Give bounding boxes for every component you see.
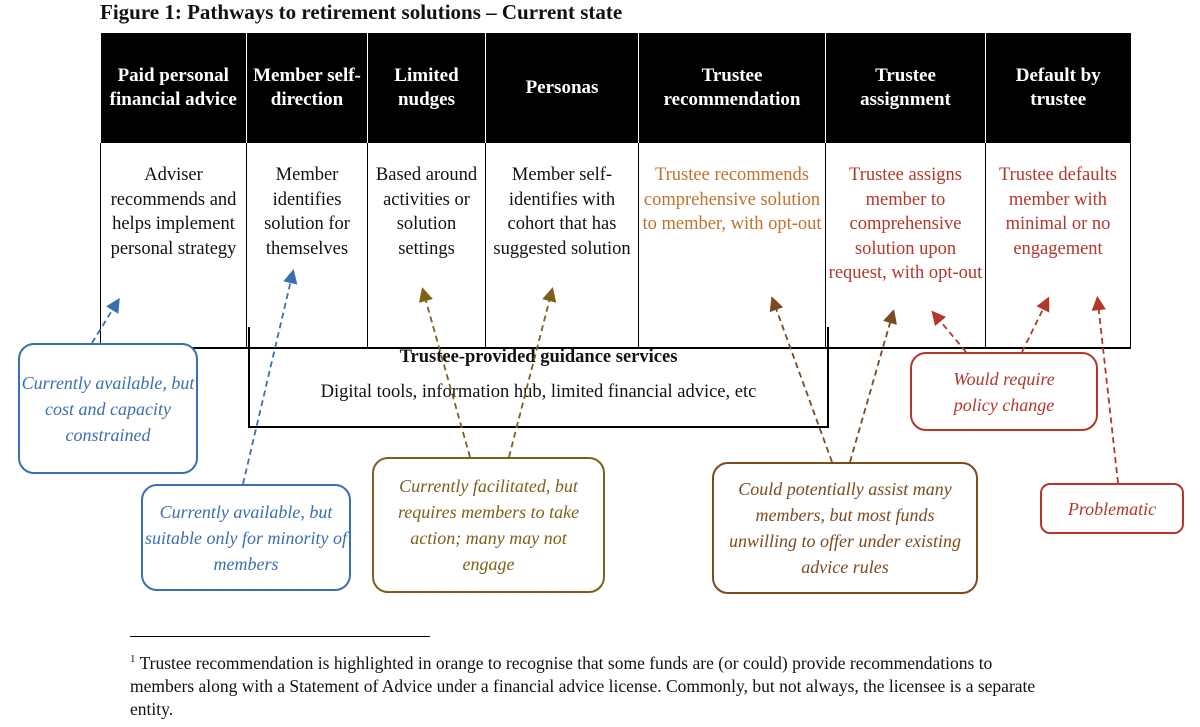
header-self-direction: Member self-direction [246, 33, 368, 143]
footnote-marker: 1 [130, 653, 136, 665]
cell-limited-nudges: Based around activities or solution sett… [367, 143, 486, 349]
callout-minority: Currently available, but suitable only f… [141, 484, 351, 591]
cell-trustee-recommendation: Trustee recommends comprehensive solutio… [638, 143, 826, 349]
header-default-by-trustee: Default by trustee [985, 33, 1131, 143]
footnote-text: Trustee recommendation is highlighted in… [130, 652, 1036, 719]
cell-paid-advice: Adviser recommends and helps implement p… [100, 143, 247, 349]
body-row: Adviser recommends and helps implement p… [100, 143, 1131, 349]
figure-title: Figure 1: Pathways to retirement solutio… [100, 0, 623, 24]
header-row: Paid personal financial advice Member se… [100, 33, 1131, 143]
guidance-services-box: Trustee-provided guidance services Digit… [248, 327, 829, 428]
cell-personas: Member self-identifies with cohort that … [485, 143, 639, 349]
header-paid-advice: Paid personal financial advice [100, 33, 247, 143]
callout-problematic: Problematic [1040, 483, 1184, 534]
guidance-subtext: Digital tools, information hub, limited … [320, 382, 757, 402]
cell-trustee-assignment: Trustee assigns member to comprehensive … [825, 143, 986, 349]
cell-default-by-trustee: Trustee defaults member with minimal or … [985, 143, 1131, 349]
pathways-table: Paid personal financial advice Member se… [100, 33, 1131, 349]
guidance-heading: Trustee-provided guidance services [399, 347, 678, 367]
cell-self-direction: Member identifies solution for themselve… [246, 143, 368, 349]
callout-policy-change: Would require policy change [910, 352, 1098, 431]
header-trustee-recommendation: Trustee recommendation [638, 33, 826, 143]
footnote: 1 Trustee recommendation is highlighted … [130, 648, 1060, 721]
header-personas: Personas [485, 33, 639, 143]
footnote-divider [130, 636, 430, 637]
header-trustee-assignment: Trustee assignment [825, 33, 986, 143]
header-limited-nudges: Limited nudges [367, 33, 486, 143]
callout-could-assist: Could potentially assist many members, b… [712, 462, 978, 594]
callout-cost-constrained: Currently available, but cost and capaci… [18, 343, 198, 474]
callout-facilitated: Currently facilitated, but requires memb… [372, 457, 605, 593]
